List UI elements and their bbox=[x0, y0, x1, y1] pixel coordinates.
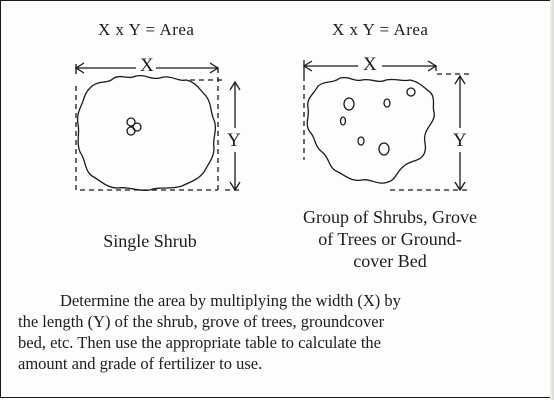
group-plant bbox=[343, 97, 355, 111]
scan-edge bbox=[550, 0, 554, 400]
instructions-paragraph: Determine the area by multiplying the wi… bbox=[18, 290, 543, 374]
shrub-trunk bbox=[126, 126, 136, 136]
right-y-arrowhead-top bbox=[454, 74, 466, 85]
right-x-label: X bbox=[363, 54, 378, 75]
right-caption: Group of Shrubs, Grove of Trees or Groun… bbox=[270, 206, 510, 272]
group-plant bbox=[357, 136, 365, 146]
instruction-line: bed, etc. Then use the appropriate table… bbox=[18, 333, 381, 352]
right-y-label: Y bbox=[453, 130, 468, 151]
instruction-line: the length (Y) of the shrub, grove of tr… bbox=[18, 312, 385, 331]
group-plant bbox=[383, 98, 391, 108]
instruction-line: Determine the area by multiplying the wi… bbox=[60, 291, 401, 310]
shrub-group-outline bbox=[306, 76, 435, 184]
left-formula: X x Y = Area bbox=[98, 20, 195, 39]
group-plant bbox=[339, 116, 347, 126]
group-plant bbox=[406, 87, 416, 97]
right-caption-line: cover Bed bbox=[353, 251, 427, 271]
instruction-line: amount and grade of fertilizer to use. bbox=[18, 354, 263, 373]
left-caption: Single Shrub bbox=[103, 231, 197, 251]
right-caption-line: Group of Shrubs, Grove bbox=[303, 207, 477, 227]
single-shrub-outline bbox=[76, 74, 217, 192]
left-x-label: X bbox=[140, 55, 155, 76]
right-y-arrowhead-bottom bbox=[454, 181, 466, 192]
left-y-arrowhead-top bbox=[229, 80, 241, 91]
right-caption-line: of Trees or Ground- bbox=[318, 229, 462, 249]
left-x-arrowhead-right bbox=[209, 62, 220, 74]
right-formula: X x Y = Area bbox=[332, 20, 429, 39]
right-bounding-box bbox=[435, 66, 470, 75]
left-bounding-box bbox=[75, 86, 218, 191]
group-plant bbox=[378, 142, 390, 156]
left-y-label: Y bbox=[227, 130, 242, 151]
shrub-trunk bbox=[126, 117, 136, 127]
